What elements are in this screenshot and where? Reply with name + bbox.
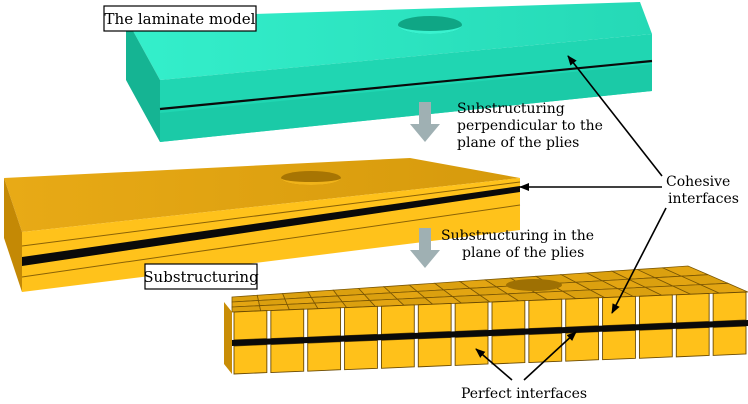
cohesive-label: Cohesive interfaces <box>666 174 739 207</box>
substructure-top-grid <box>231 265 748 313</box>
substructure-left-face <box>224 302 232 374</box>
substructure-block <box>491 334 526 365</box>
substructure-block <box>638 294 673 325</box>
substructure-block <box>380 304 415 335</box>
substructure-block <box>380 338 415 369</box>
substructuring-label: Substructuring <box>143 263 259 290</box>
substructure-block <box>233 310 268 341</box>
substructure-block <box>344 339 378 371</box>
substructure-top-cell <box>700 282 748 294</box>
substructure-block <box>270 308 305 340</box>
substructure-front-blocks <box>224 291 748 375</box>
substructure-top-cell <box>313 301 348 310</box>
substructure-block <box>417 302 452 334</box>
substructure-block <box>417 336 452 368</box>
laminate-cohesive-interface <box>159 59 653 111</box>
ply-laminate <box>4 158 521 292</box>
laminate-model-label: The laminate model <box>103 5 257 32</box>
substructure-block <box>233 344 268 375</box>
substructure-block <box>675 326 710 358</box>
substructure-hole <box>506 279 562 291</box>
substructure-block <box>270 342 305 374</box>
substructure-interface-band <box>232 320 748 346</box>
substructure-block <box>712 291 747 322</box>
substructure-block <box>528 332 563 364</box>
substructured-laminate <box>224 265 748 375</box>
perfect-arrows <box>475 331 577 381</box>
substructure-block <box>454 335 489 366</box>
step-arrow-1 <box>410 102 440 142</box>
laminate-top-face <box>126 2 652 80</box>
substructure-block <box>565 297 600 328</box>
substructuring-text: Substructuring <box>143 268 259 286</box>
step1-label: Substructuring perpendicular to the plan… <box>457 101 607 151</box>
perfect-interfaces-label: Perfect interfaces <box>461 386 587 402</box>
substructure-block <box>712 325 747 356</box>
cohesive-arrows <box>519 55 667 314</box>
substructure-block <box>528 298 563 330</box>
step-arrow-2 <box>410 228 440 268</box>
substructure-block <box>491 300 526 331</box>
laminate-hole <box>398 16 462 34</box>
ply-lower-split <box>21 204 521 278</box>
laminate-left-face <box>126 18 160 142</box>
substructure-block <box>602 329 636 361</box>
ply-upper-split <box>21 181 521 247</box>
substructure-block <box>344 305 378 337</box>
laminate-model <box>126 2 653 142</box>
laminate-model-text: The laminate model <box>105 10 256 28</box>
substructure-block <box>307 307 342 338</box>
ply-top-face <box>4 158 520 232</box>
substructure-block <box>638 328 673 359</box>
laminate-front-lower <box>160 64 652 142</box>
ply-interface-band <box>22 186 520 266</box>
substructure-block <box>454 301 489 332</box>
step2-label: Substructuring in the plane of the plies <box>441 228 599 261</box>
substructure-block <box>675 292 710 324</box>
substructure-block <box>307 341 342 372</box>
ply-left-face <box>4 178 22 292</box>
